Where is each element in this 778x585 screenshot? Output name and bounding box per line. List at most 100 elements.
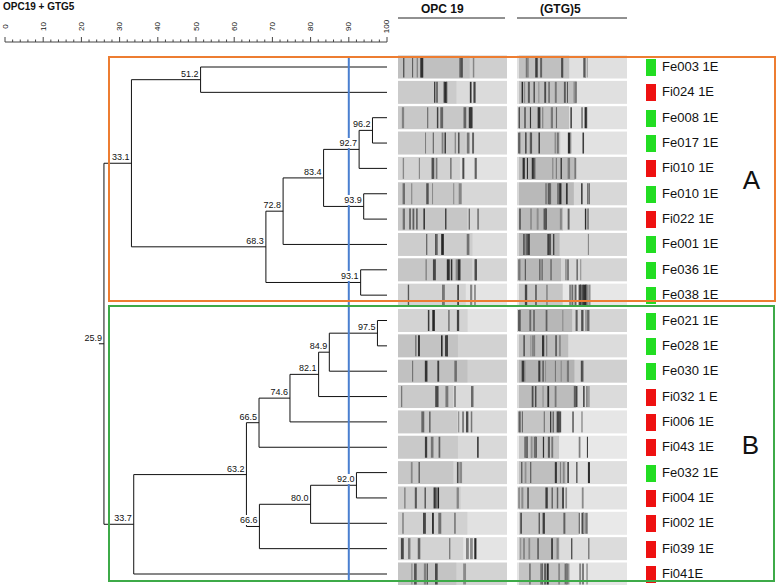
gel-smear	[398, 157, 460, 180]
gel-band	[426, 259, 427, 280]
gel-band	[523, 538, 525, 559]
gel-band	[564, 82, 566, 103]
gel-band	[545, 361, 546, 382]
axis-tick-label: 100	[382, 19, 391, 32]
gel-band	[546, 310, 548, 331]
gel-band	[531, 437, 532, 458]
gel-strip	[517, 182, 627, 205]
gel-band	[585, 57, 586, 78]
gel-band	[549, 82, 550, 103]
gel-band	[553, 234, 554, 255]
gel-band	[568, 133, 570, 154]
gel-band	[463, 107, 466, 128]
gel-band	[581, 107, 582, 128]
gel-band	[471, 411, 473, 432]
gel-band	[565, 487, 567, 508]
gel-band	[441, 234, 444, 255]
gel-band	[545, 487, 547, 508]
strain-label: Fe038 1E	[662, 287, 718, 303]
gel-band	[437, 107, 438, 128]
gel-band	[419, 158, 420, 179]
gel-band	[572, 285, 574, 306]
gel-strip	[517, 258, 627, 281]
gel-band	[539, 513, 540, 534]
strain-label: Fi004 1E	[662, 490, 714, 506]
gel-band	[469, 209, 470, 230]
gel-band	[587, 310, 589, 331]
gel-band	[473, 82, 475, 103]
gel-band	[559, 411, 561, 432]
gel-smear	[519, 486, 564, 509]
gel-band	[587, 183, 588, 204]
similarity-value: 82.1	[298, 363, 318, 373]
dendrogram-branch	[329, 371, 387, 372]
gel-band	[563, 462, 565, 483]
gel-band	[519, 107, 520, 128]
strain-label: Fi024 1E	[662, 84, 714, 100]
similarity-value: 97.5	[357, 322, 377, 332]
gel-band	[438, 487, 439, 508]
gel-strip	[398, 360, 507, 383]
gel-band	[571, 538, 572, 559]
axis-tick	[96, 40, 97, 43]
gel-band	[555, 82, 557, 103]
origin-square	[646, 465, 656, 482]
gel-band	[401, 386, 402, 407]
gel-band	[475, 158, 477, 179]
gel-band	[567, 183, 568, 204]
gel-band	[575, 386, 577, 407]
axis-tick-label: 0	[0, 24, 9, 28]
gel-band	[585, 209, 586, 230]
similarity-value: 74.6	[269, 387, 289, 397]
dendrogram-branch	[259, 504, 310, 505]
gel-band	[579, 437, 581, 458]
gel-band	[558, 183, 560, 204]
gel-smear	[398, 81, 456, 104]
strain-label: Fi043 1E	[662, 439, 714, 455]
gel-band	[477, 437, 479, 458]
gel-strip	[398, 436, 507, 459]
gel-band	[546, 335, 547, 356]
gel-band	[523, 158, 525, 179]
gel-band	[538, 82, 539, 103]
gel-strip	[398, 233, 507, 256]
gel-band	[445, 133, 446, 154]
gel-band	[574, 158, 576, 179]
axis-tick	[356, 40, 357, 43]
dendrogram-branch	[329, 333, 377, 334]
gel-smear	[398, 56, 470, 79]
gel-strip	[517, 334, 627, 357]
gel-strip	[517, 436, 627, 459]
similarity-value: 93.1	[340, 271, 360, 281]
gel-smear	[398, 486, 461, 509]
gel-band	[436, 82, 437, 103]
gel-strip	[398, 208, 507, 231]
gel-band	[440, 107, 443, 128]
gel-band	[586, 386, 588, 407]
gel-band	[531, 437, 532, 458]
gel-band	[582, 133, 584, 154]
gel-smear	[519, 360, 574, 383]
gel-band	[409, 209, 411, 230]
gel-smear	[398, 512, 467, 535]
gel-band	[420, 57, 423, 78]
gel-band	[438, 513, 441, 534]
axis-tick	[348, 37, 349, 42]
dendrogram-branch	[290, 374, 319, 375]
axis-tick	[20, 40, 21, 43]
dendrogram-branch	[283, 244, 387, 245]
axis-tick	[272, 37, 273, 42]
axis-tick	[310, 37, 311, 42]
gel-band	[575, 82, 576, 103]
gel-band	[429, 411, 430, 432]
gel-band	[526, 57, 528, 78]
axis-tick	[35, 40, 36, 43]
strain-label: Fe028 1E	[662, 338, 718, 354]
gel-band	[539, 259, 540, 280]
gel-band	[442, 285, 445, 306]
gel-strip	[398, 385, 507, 408]
axis-tick	[387, 37, 388, 42]
axis-tick	[165, 40, 166, 43]
gel-band	[425, 437, 427, 458]
gel-lanes	[398, 56, 627, 585]
